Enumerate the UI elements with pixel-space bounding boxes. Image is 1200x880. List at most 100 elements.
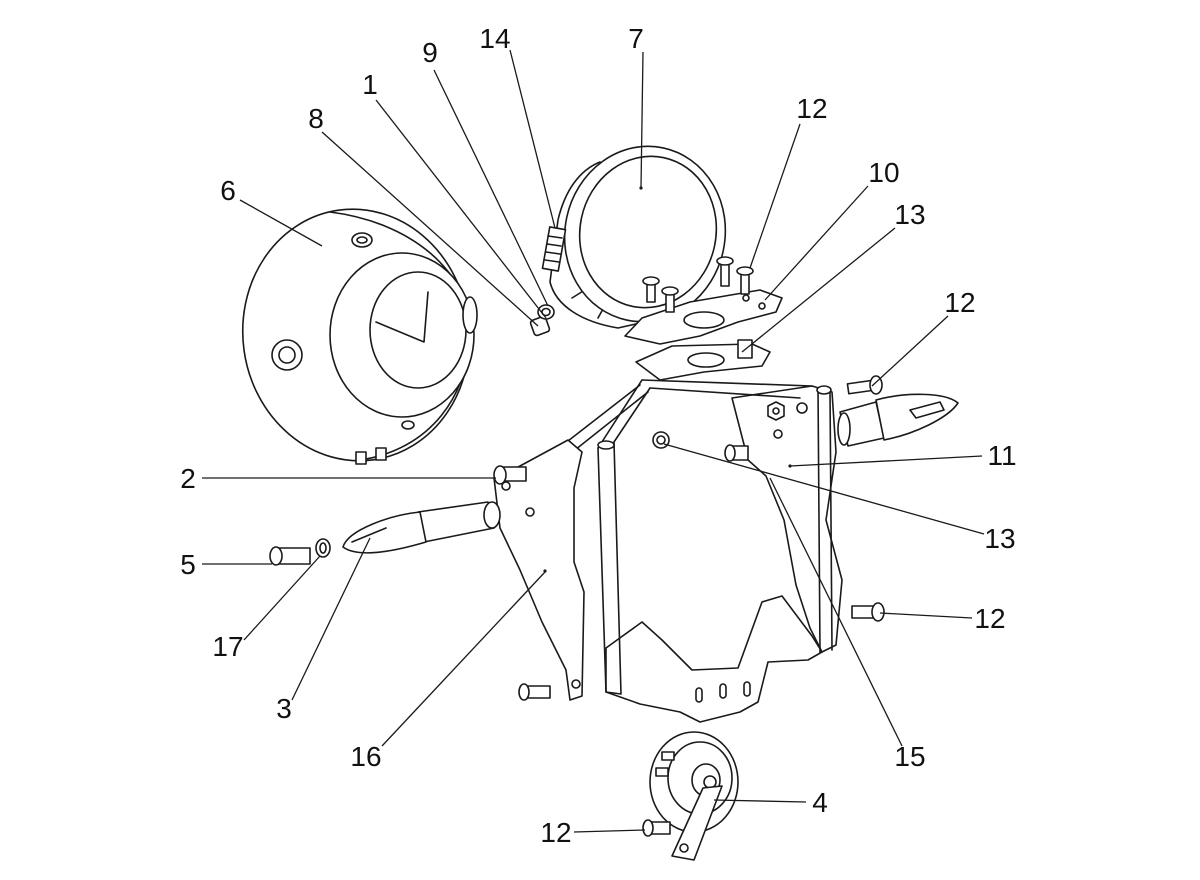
- headlight-adjuster-bolt-part: [529, 304, 555, 337]
- headlight-shell-part: [241, 208, 478, 465]
- right-side-plate-part: [731, 385, 843, 653]
- callout-number: 7: [628, 23, 644, 54]
- callout-number: 17: [212, 631, 243, 662]
- leader-line: [291, 537, 371, 701]
- left-tube: [597, 441, 622, 695]
- bolt-head: [518, 683, 530, 701]
- bottom-tab: [355, 451, 367, 465]
- callout-number: 10: [868, 157, 899, 188]
- horn-terminal: [655, 767, 669, 777]
- gauge-face: [578, 155, 718, 309]
- frame-bolt-part: [724, 444, 749, 462]
- plate-hole: [501, 481, 511, 491]
- plate-hole: [773, 429, 783, 439]
- signal-bolt-part: [269, 546, 311, 566]
- headlight-bracket-frame-part: [597, 379, 833, 695]
- plate-slot: [719, 683, 727, 699]
- plate-hole: [525, 507, 535, 517]
- callout: 6: [220, 175, 323, 247]
- leader-line: [769, 477, 903, 747]
- plate-slot: [743, 681, 751, 697]
- lower-left-bolt-part: [518, 683, 551, 701]
- callout-number: 6: [220, 175, 236, 206]
- callout: 10: [764, 157, 900, 301]
- callout: 13: [663, 443, 1016, 554]
- callout-number: 3: [276, 693, 292, 724]
- callout: 12: [871, 287, 976, 387]
- left-side-plate-part: [493, 439, 585, 701]
- horn-terminal: [661, 751, 675, 761]
- callout-number: 5: [180, 549, 196, 580]
- bolt-head: [869, 375, 883, 395]
- top-strut: [597, 379, 651, 449]
- bolt-head: [493, 465, 507, 485]
- leader-line: [663, 443, 985, 535]
- leader-line: [381, 571, 546, 747]
- bolt-head: [642, 276, 660, 286]
- gauge-connector-part: [541, 226, 567, 272]
- plate-hole: [796, 402, 808, 414]
- horn-bolt-part: [642, 819, 671, 837]
- callout: 12: [540, 817, 646, 848]
- left-plate: [493, 439, 585, 701]
- leader-line: [741, 227, 896, 353]
- callout: 9: [422, 37, 549, 307]
- callout: 14: [479, 23, 556, 229]
- lower-hole: [401, 420, 415, 430]
- tube-end: [816, 385, 832, 395]
- frame-top-mount-part: [635, 339, 771, 381]
- leader-line: [713, 799, 807, 803]
- callout-number: 4: [812, 787, 828, 818]
- frame-lower-plate-part: [605, 595, 823, 723]
- bolt-head: [716, 256, 734, 266]
- callout-number: 9: [422, 37, 438, 68]
- horn-part: [649, 731, 739, 861]
- bolt-head: [736, 266, 754, 276]
- right-turn-signal-part: [837, 393, 959, 447]
- side-plate-bolt-part: [493, 465, 527, 485]
- callout: 1: [362, 69, 547, 319]
- lens-highlight: [909, 401, 945, 419]
- leader-line: [879, 612, 973, 619]
- signal-stem: [417, 501, 495, 543]
- bolt-head: [269, 546, 283, 566]
- leader-line: [764, 185, 869, 301]
- callout: 15: [769, 477, 926, 772]
- signal-stem-end: [837, 412, 851, 446]
- callout-number: 12: [540, 817, 571, 848]
- plate-hole: [758, 302, 766, 310]
- callout: 12: [879, 603, 1006, 634]
- callout: 4: [713, 787, 828, 818]
- signal-lens: [342, 511, 427, 554]
- bolt-head: [661, 286, 679, 296]
- horn-bracket: [671, 785, 723, 861]
- horn-bracket-hole: [679, 843, 689, 853]
- bolt-head: [724, 444, 736, 462]
- bolt-head: [642, 819, 654, 837]
- top-mount-hole: [687, 352, 725, 368]
- callout-number: 16: [350, 741, 381, 772]
- right-tube: [817, 387, 833, 653]
- connector-ribs: [544, 235, 563, 263]
- callout: 12: [749, 93, 828, 269]
- callouts: 14 7 9 1 12 8 10 6 13 12 11 2 13 5 12 17…: [180, 23, 1016, 848]
- lower-plate: [605, 595, 823, 723]
- leader-line: [789, 455, 983, 467]
- tube-end: [597, 440, 615, 450]
- top-cross-bar: [641, 379, 813, 399]
- callout: 2: [180, 463, 496, 494]
- gauge-mount-bolts-part: [642, 256, 754, 313]
- leader-line: [243, 555, 321, 641]
- plate-center-hole: [683, 311, 725, 329]
- frame-hex-nut-part: [767, 401, 785, 421]
- callout-number: 13: [894, 199, 925, 230]
- leader-line: [239, 199, 323, 247]
- leader-line: [375, 99, 547, 319]
- lens-opening: [369, 271, 467, 389]
- leader-line: [573, 829, 646, 833]
- callout: 8: [308, 103, 539, 327]
- callout-number: 15: [894, 741, 925, 772]
- washer-part: [315, 538, 331, 558]
- callout: 13: [741, 199, 926, 353]
